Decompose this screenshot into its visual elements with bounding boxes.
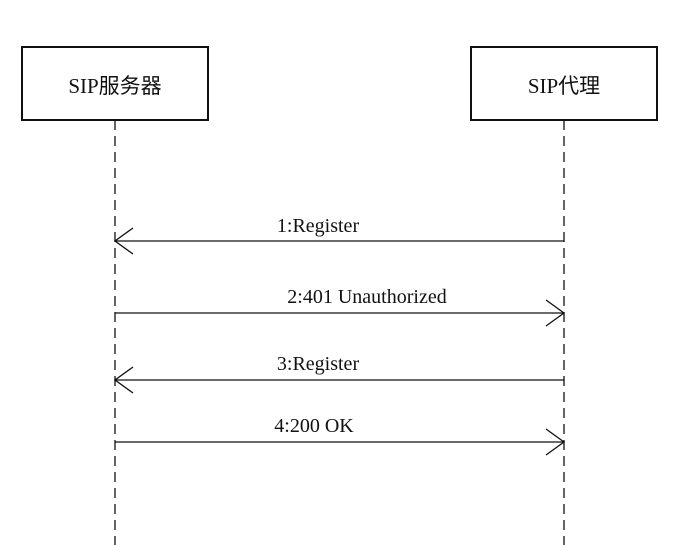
arrowhead-1 [113,227,134,255]
participant-box-sip-agent [470,46,658,121]
message-label-3: 3:Register [277,353,360,375]
participant-sip-agent: SIP代理 [470,46,658,545]
message-label-1: 1:Register [277,215,360,237]
participant-label-sip-server: SIP服务器 [68,74,161,98]
message-1: 1:Register [113,215,564,255]
arrowhead-4 [545,428,566,456]
message-2: 2:401 Unauthorized [115,286,566,327]
message-4: 4:200 OK [115,415,566,456]
participant-box-sip-server [21,46,209,121]
participant-sip-server: SIP服务器 [21,46,209,545]
message-label-2: 2:401 Unauthorized [287,286,446,308]
message-label-4: 4:200 OK [274,415,354,437]
arrowhead-2 [545,299,566,327]
participant-label-sip-agent: SIP代理 [528,74,600,98]
arrowhead-3 [113,366,134,394]
message-3: 3:Register [113,353,564,394]
